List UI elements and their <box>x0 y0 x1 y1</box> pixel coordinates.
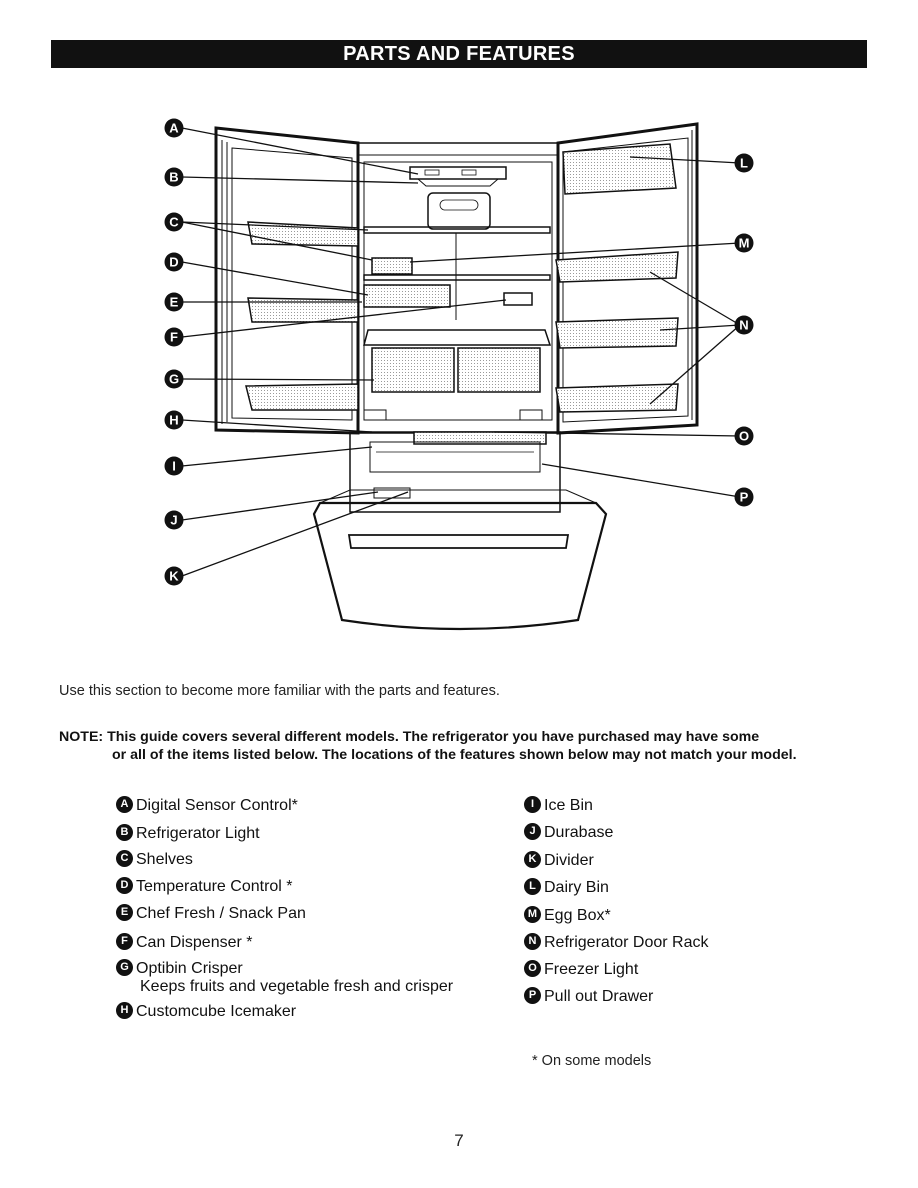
callout-K: K <box>164 566 184 586</box>
part-label: Temperature Control * <box>136 878 293 895</box>
part-label: Freezer Light <box>544 961 639 978</box>
part-badge: N <box>524 933 541 951</box>
part-badge: F <box>116 933 133 951</box>
callout-M: M <box>734 233 754 253</box>
part-label: Optibin Crisper <box>136 960 243 977</box>
refrigerator-diagram: A B C D E F G H I J K L M N O P <box>164 118 754 631</box>
callout-A: A <box>164 118 184 138</box>
part-badge: P <box>524 987 541 1005</box>
page-number: 7 <box>454 1131 464 1150</box>
part-badge: K <box>524 851 541 869</box>
callout-H: H <box>164 410 184 430</box>
callout-N: N <box>734 315 754 335</box>
svg-text:G: G <box>169 372 179 387</box>
part-label: Dairy Bin <box>544 879 609 896</box>
part-badge: H <box>116 1002 133 1020</box>
note-line-2: or all of the items listed below. The lo… <box>112 747 797 763</box>
part-badge: A <box>116 796 133 814</box>
part-badge: D <box>116 877 133 895</box>
part-label: Digital Sensor Control* <box>136 797 298 814</box>
part-label: Ice Bin <box>544 797 593 814</box>
part-label: Divider <box>544 852 594 869</box>
callout-B: B <box>164 167 184 187</box>
part-label: Customcube Icemaker <box>136 1003 297 1020</box>
svg-text:O: O <box>739 429 749 444</box>
part-badge: C <box>116 850 133 868</box>
svg-text:F: F <box>170 330 178 345</box>
svg-text:J: J <box>170 513 177 528</box>
refrigerator-drawing <box>214 122 699 631</box>
svg-text:H: H <box>169 413 178 428</box>
callout-J: J <box>164 510 184 530</box>
svg-text:M: M <box>739 236 750 251</box>
svg-text:B: B <box>169 170 178 185</box>
part-badge: I <box>524 796 541 814</box>
part-label: Egg Box* <box>544 907 611 924</box>
part-label: Shelves <box>136 851 193 868</box>
part-label: Pull out Drawer <box>544 988 654 1005</box>
part-badge: B <box>116 824 133 842</box>
svg-text:P: P <box>740 490 749 505</box>
part-label: Refrigerator Light <box>136 825 260 842</box>
svg-text:D: D <box>169 255 178 270</box>
note-text: NOTE: This guide covers several differen… <box>59 728 797 764</box>
callout-G: G <box>164 369 184 389</box>
page-title: PARTS AND FEATURES <box>51 40 867 68</box>
callout-L: L <box>734 153 754 173</box>
callout-D: D <box>164 252 184 272</box>
note-line-1: NOTE: This guide covers several differen… <box>59 729 760 745</box>
part-label: Chef Fresh / Snack Pan <box>136 905 306 922</box>
part-badge: E <box>116 904 133 922</box>
svg-text:N: N <box>739 318 748 333</box>
part-label: Can Dispenser * <box>136 934 253 951</box>
part-label: Durabase <box>544 824 614 841</box>
svg-text:C: C <box>169 215 179 230</box>
callout-P: P <box>734 487 754 507</box>
svg-text:A: A <box>169 121 179 136</box>
part-sub-description: Keeps fruits and vegetable fresh and cri… <box>140 978 454 995</box>
part-badge: O <box>524 960 541 978</box>
callout-O: O <box>734 426 754 446</box>
part-badge: J <box>524 823 541 841</box>
leader-lines <box>181 127 741 577</box>
callout-C: C <box>164 212 184 232</box>
callout-badges: A B C D E F G H I J K L M N O P <box>164 118 754 586</box>
part-label: Refrigerator Door Rack <box>544 934 709 951</box>
intro-text: Use this section to become more familiar… <box>59 683 500 699</box>
svg-text:K: K <box>169 569 179 584</box>
part-badge: G <box>116 959 133 977</box>
footnote: * On some models <box>532 1053 652 1069</box>
svg-text:E: E <box>170 295 179 310</box>
part-badge: L <box>524 878 541 896</box>
callout-I: I <box>164 456 184 476</box>
part-badge: M <box>524 906 541 924</box>
callout-E: E <box>164 292 184 312</box>
callout-F: F <box>164 327 184 347</box>
svg-text:I: I <box>172 459 176 474</box>
svg-text:L: L <box>740 156 748 171</box>
